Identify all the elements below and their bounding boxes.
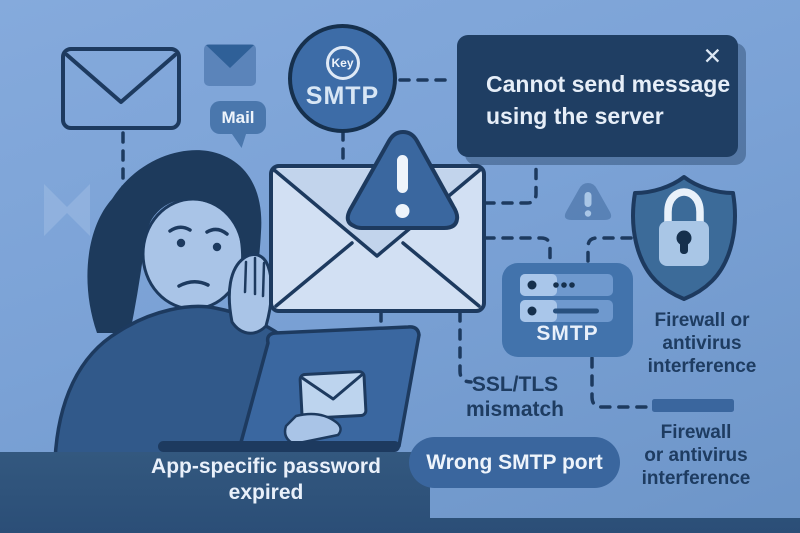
woman-eye-left — [176, 238, 186, 248]
firewall-lower-line2: or antivirus — [644, 445, 748, 466]
woman-hair — [87, 150, 262, 333]
laptop — [158, 325, 421, 452]
warning-triangle-icon — [345, 130, 460, 230]
woman-hand-typing — [283, 412, 342, 446]
firewall-lower-line3: interference — [641, 468, 751, 489]
close-icon[interactable]: ✕ — [702, 43, 722, 69]
mail-bubble: Mail — [210, 101, 266, 134]
woman-eye-right — [212, 242, 222, 252]
envelope-watermark-icon — [44, 184, 90, 236]
small-warning-triangle-icon — [564, 183, 612, 220]
ssl-line1: SSL/TLS — [471, 373, 559, 396]
smtp-auth-label: SMTP — [305, 82, 380, 110]
desk — [0, 452, 800, 533]
ssl-line2: mismatch — [465, 398, 565, 421]
password-line1: App-specific password — [151, 455, 381, 478]
label-firewall-upper: Firewall or antivirus interference — [627, 309, 777, 378]
connector-envelope-to-ssl — [458, 310, 473, 384]
shield-lock-icon — [631, 175, 737, 301]
label-ssl-tls-mismatch: SSL/TLS mismatch — [430, 372, 600, 422]
connector-server-to-bar — [590, 356, 651, 409]
error-message-line1: Cannot send message — [486, 71, 731, 97]
lock-shackle — [664, 188, 704, 229]
filled-envelope-icon — [204, 44, 256, 86]
smtp-server-icon — [502, 263, 633, 357]
password-line2: expired — [228, 481, 304, 504]
firewall-upper-line3: interference — [647, 356, 757, 377]
firewall-lower-line1: Firewall — [660, 422, 732, 443]
hand-finger-lines — [243, 256, 266, 298]
error-message-line2: using the server — [486, 103, 664, 129]
smtp-server-label: SMTP — [536, 322, 599, 345]
label-wrong-smtp-port: Wrong SMTP port — [409, 437, 620, 488]
key-icon: Key — [325, 46, 360, 80]
label-firewall-lower: Firewall or antivirus interference — [620, 421, 772, 490]
smtp-auth-node: Key SMTP — [288, 24, 397, 133]
firewall-bar — [652, 399, 734, 412]
connector-envelope-to-dialog — [483, 161, 538, 205]
error-message: Cannot send message using the server — [486, 68, 730, 132]
laptop-keyboard — [158, 441, 400, 452]
connector-envelope-to-server — [483, 236, 552, 263]
error-dialog: ✕ Cannot send message using the server — [457, 35, 738, 157]
label-app-password-expired: App-specific password expired — [110, 454, 422, 506]
woman-face-features — [168, 225, 229, 288]
woman-hand-on-cheek — [227, 253, 274, 335]
firewall-upper-line1: Firewall or — [654, 310, 750, 331]
firewall-upper-line2: antivirus — [662, 333, 742, 354]
connector-shield-to-server — [586, 236, 633, 263]
laptop-envelope-icon — [298, 370, 368, 420]
outline-envelope-icon — [61, 47, 181, 130]
